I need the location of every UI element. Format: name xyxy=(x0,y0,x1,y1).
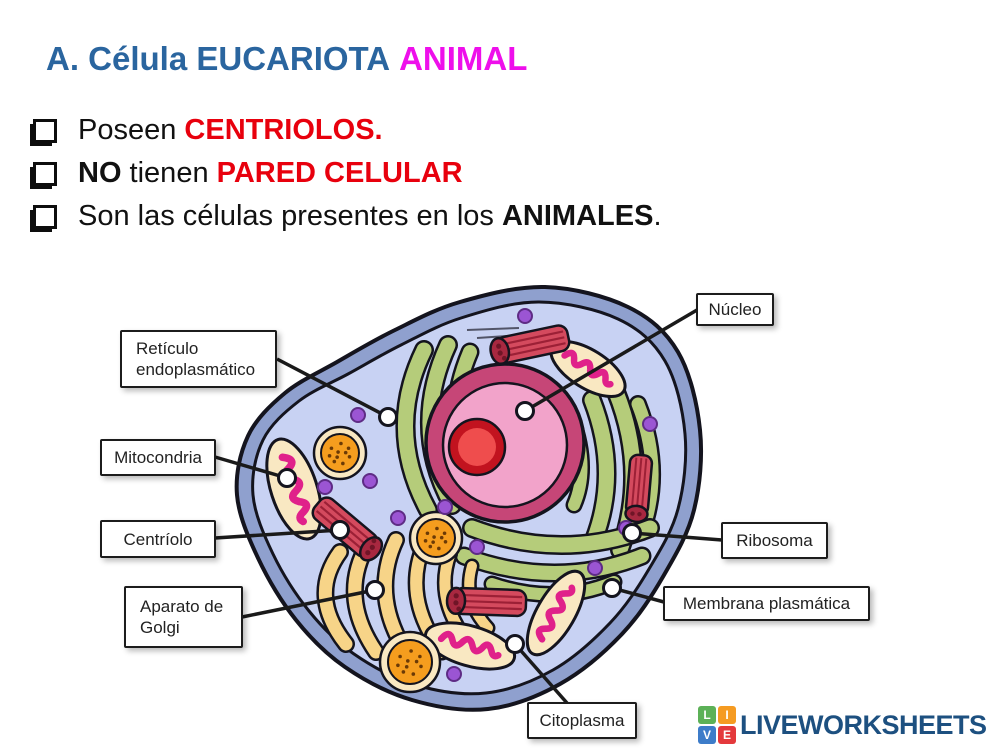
checkbox-bullet-icon xyxy=(33,205,57,229)
lysosome xyxy=(408,510,464,566)
label-mitocondria: Mitocondria xyxy=(100,439,216,476)
label-nucleo: Núcleo xyxy=(696,293,774,326)
label-aparato-de-golgi: Aparato de Golgi xyxy=(124,586,243,648)
label-ribosoma: Ribosoma xyxy=(721,522,828,559)
bullet-segment: tienen xyxy=(121,157,217,189)
logo-brand-text: LIVEWORKSHEETS xyxy=(740,709,987,740)
lysosome xyxy=(312,425,368,481)
bullet-item: NO tienen PARED CELULAR xyxy=(30,155,662,191)
lysosome xyxy=(378,630,442,694)
nucleus xyxy=(424,362,586,524)
bullet-segment: CENTRIOLOS. xyxy=(184,114,383,146)
centriole xyxy=(489,324,571,366)
logo-letter-square: E xyxy=(718,726,736,744)
bullet-segment: ANIMALES xyxy=(501,200,654,232)
bullet-segment: Son las células presentes en los xyxy=(78,200,502,232)
bullet-item: Poseen CENTRIOLOS. xyxy=(30,112,662,148)
bullet-segment: Poseen xyxy=(78,114,185,146)
label-anchors xyxy=(277,401,642,654)
logo-letter-square: I xyxy=(718,706,736,724)
mitochondrion xyxy=(525,569,587,657)
logo-letter-square: V xyxy=(698,726,716,744)
bullet-segment: NO xyxy=(78,157,122,189)
centriole xyxy=(624,453,654,524)
bullet-list: Poseen CENTRIOLOS. NO tienen PARED CELULA… xyxy=(30,112,662,241)
label-membrana-plasmatica: Membrana plasmática xyxy=(663,586,870,621)
label-centriolo: Centríolo xyxy=(100,520,216,558)
label-citoplasma: Citoplasma xyxy=(527,702,637,739)
logo-letter-square: L xyxy=(698,706,716,724)
mitochondrion xyxy=(423,621,517,671)
bullet-item: Son las células presentes en los ANIMALE… xyxy=(30,198,662,234)
label-reticulo-endoplasmatico: Retículo endoplasmático xyxy=(120,330,277,388)
bullet-segment: . xyxy=(653,200,662,232)
centriole xyxy=(445,586,528,618)
checkbox-bullet-icon xyxy=(33,162,57,186)
leader-lines xyxy=(214,308,723,705)
bullet-segment: PARED CELULAR xyxy=(216,157,463,189)
title-main-text: A. Célula EUCARIOTA xyxy=(46,40,391,77)
title-highlight-text: ANIMAL xyxy=(399,40,528,77)
checkbox-bullet-icon xyxy=(33,119,57,143)
